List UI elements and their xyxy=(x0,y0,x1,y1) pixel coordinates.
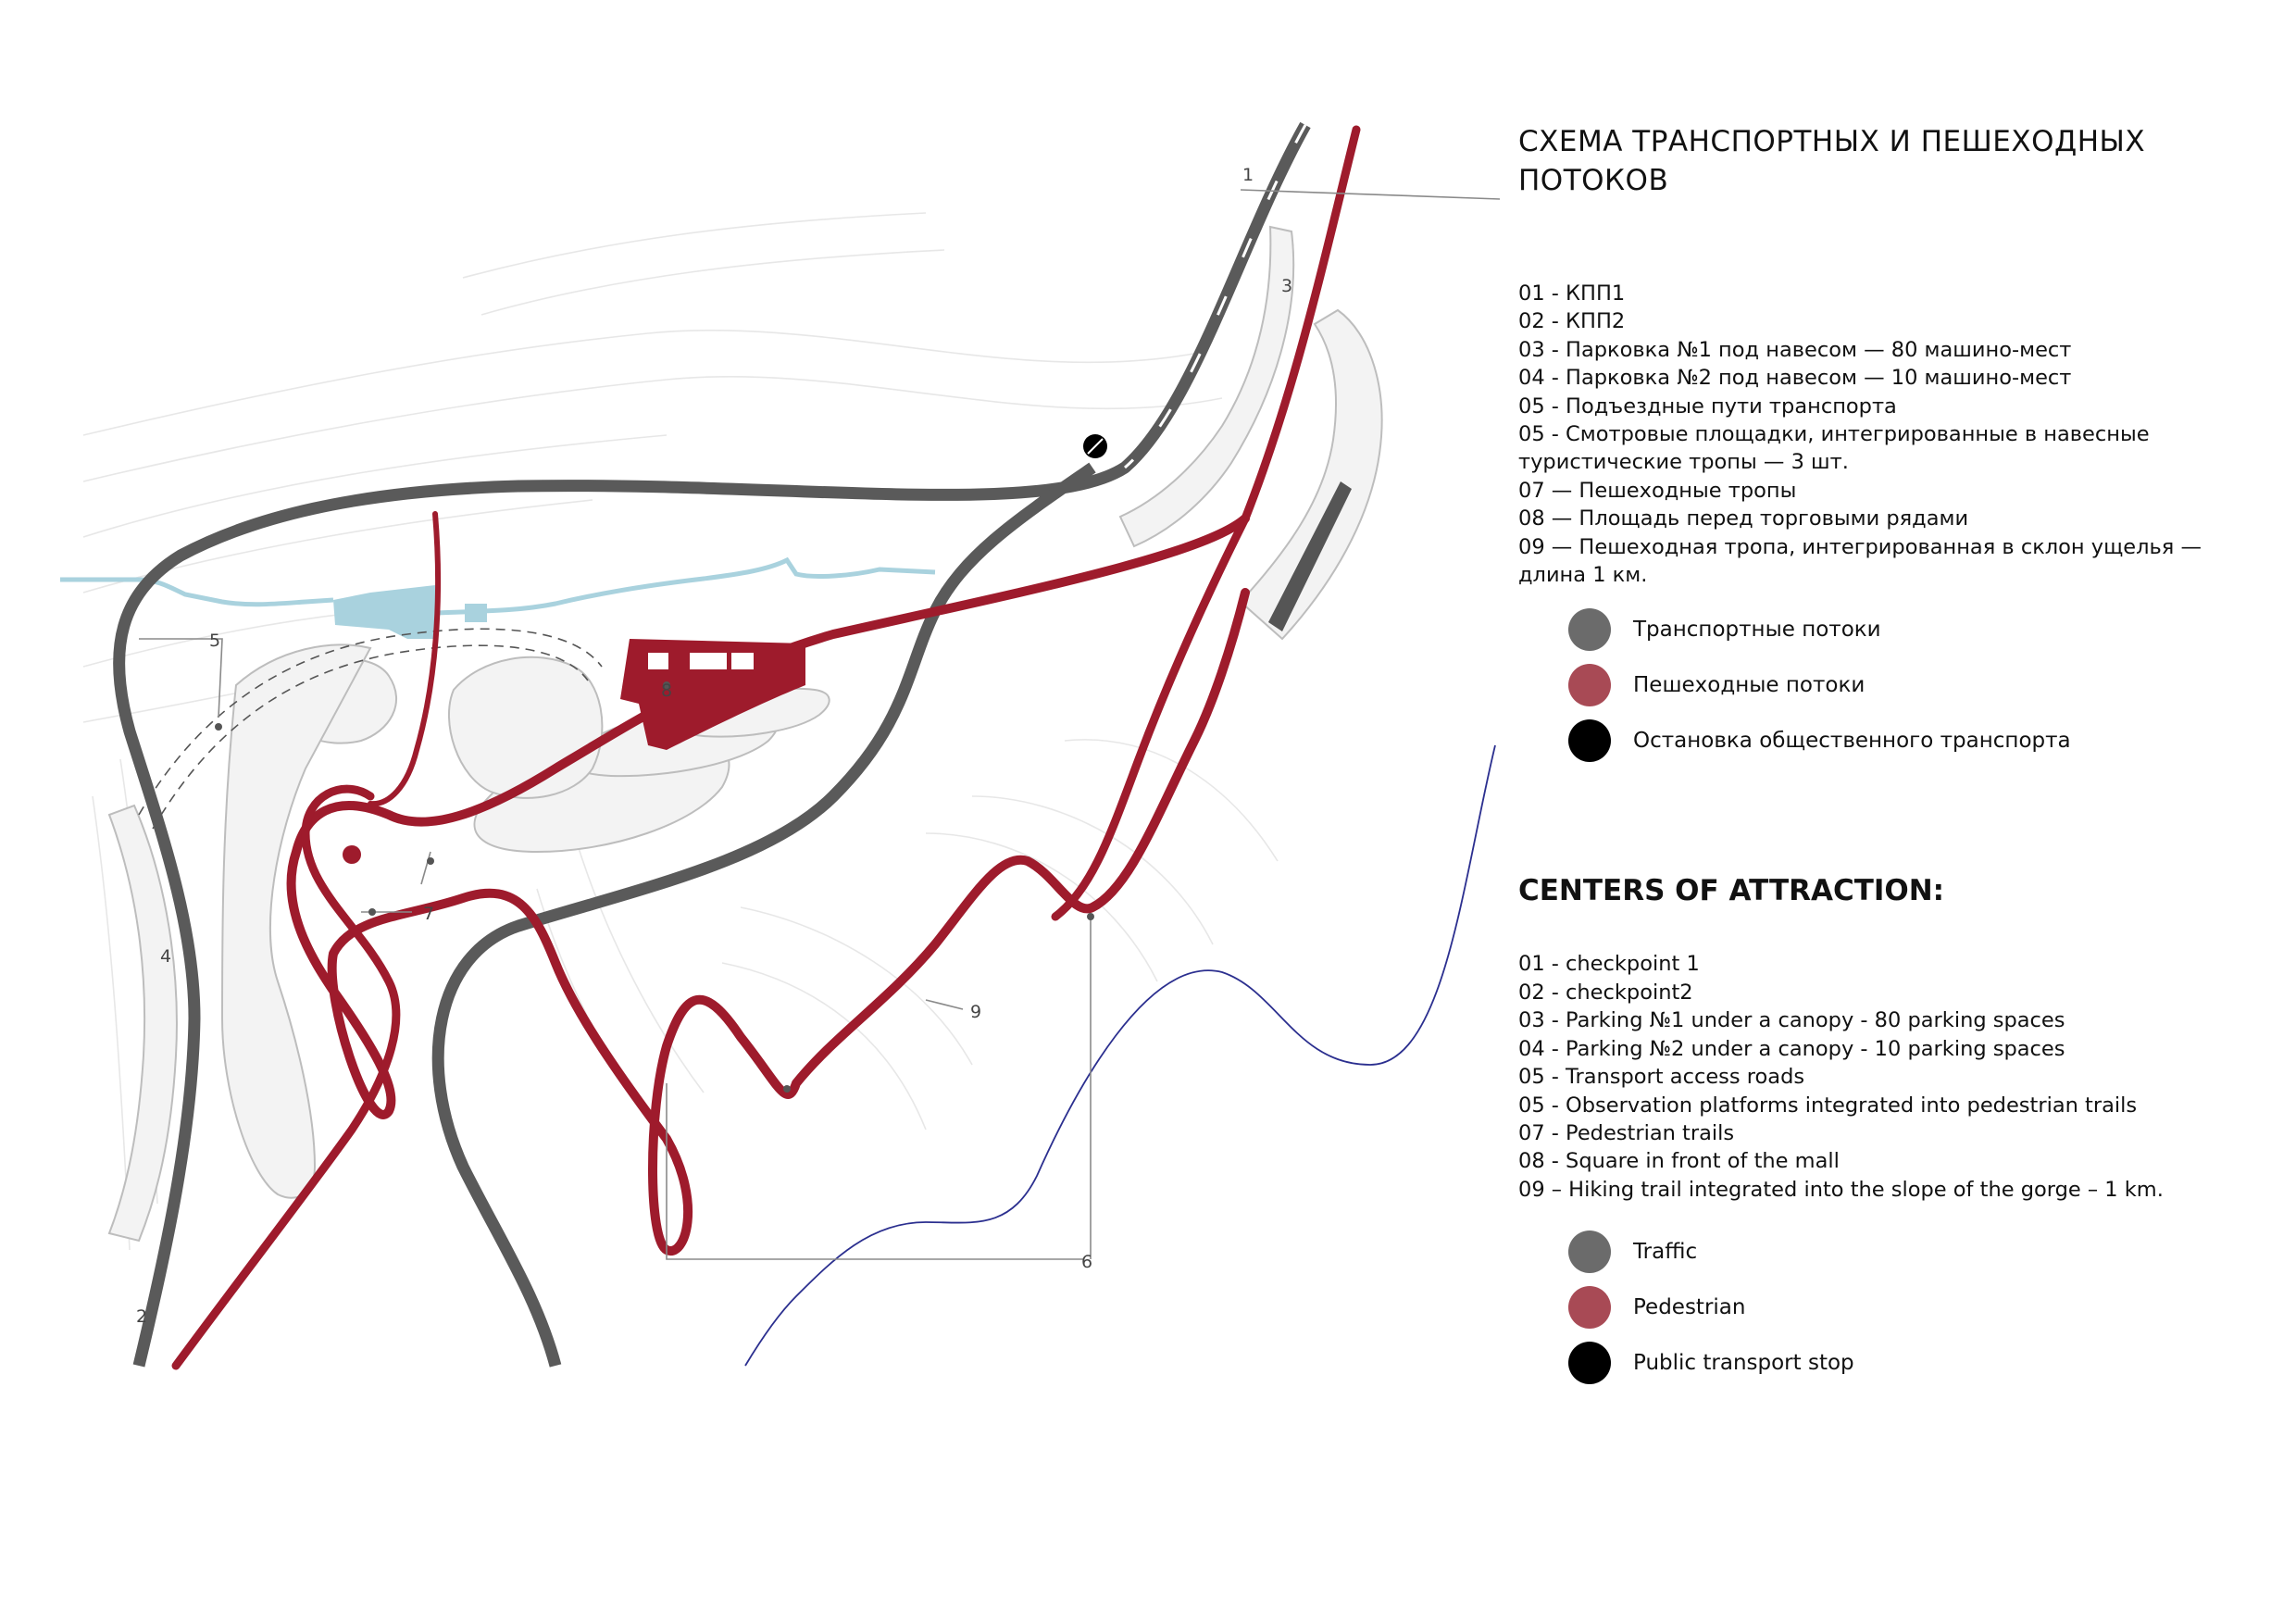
en-legend-pedestrian: Pedestrian xyxy=(1518,1280,2259,1335)
traffic-dot-icon xyxy=(1568,608,1611,652)
en-legend: Traffic Pedestrian Public transport stop xyxy=(1518,1224,2259,1391)
map-label-8: 8 xyxy=(661,681,672,701)
east-trail xyxy=(1051,125,1361,921)
en-legend-stop: Public transport stop xyxy=(1518,1335,2259,1391)
en-item: 07 - Pedestrian trails xyxy=(1518,1120,1735,1145)
leader-dots xyxy=(215,681,1094,1093)
legend-panel: СХЕМА ТРАНСПОРТНЫХ И ПЕШЕХОДНЫХ ПОТОКОВ … xyxy=(1518,122,2259,1391)
ru-item: 07 — Пешеходные тропы xyxy=(1518,478,1797,503)
map-label-2: 2 xyxy=(136,1306,147,1327)
ru-item: 01 - КПП1 xyxy=(1518,281,1626,306)
map-label-1: 1 xyxy=(1242,165,1254,185)
north-spur xyxy=(368,511,442,807)
pedestrian-dot-icon xyxy=(1568,664,1611,707)
ru-item: 08 — Площадь перед торговыми рядами xyxy=(1518,506,1969,531)
map-label-5: 5 xyxy=(209,631,220,651)
plaza-platform xyxy=(448,656,604,799)
ru-item-list: 01 - КПП1 02 - КПП2 03 - Парковка №1 под… xyxy=(1518,280,2203,589)
map-label-9: 9 xyxy=(970,1002,981,1022)
en-item: 05 - Observation platforms integrated in… xyxy=(1518,1093,2138,1118)
map-label-4: 4 xyxy=(160,946,171,967)
ru-item: 05 - Смотровые площадки, интегрированные… xyxy=(1518,422,2150,475)
parking-canopy-4 xyxy=(107,804,178,1243)
en-item: 03 - Parking №1 under a canopy - 80 park… xyxy=(1518,1008,2065,1033)
en-item: 04 - Parking №2 under a canopy - 10 park… xyxy=(1518,1036,2065,1061)
en-item: 01 - checkpoint 1 xyxy=(1518,952,1700,977)
river xyxy=(60,556,936,639)
parking-hatch xyxy=(1268,481,1352,631)
map-label-6: 6 xyxy=(1081,1252,1092,1272)
legend-label: Пешеходные потоки xyxy=(1633,673,1866,698)
mall-square-openings xyxy=(648,653,754,669)
ru-item: 04 - Парковка №2 под навесом — 10 машино… xyxy=(1518,366,2072,391)
en-item: 02 - checkpoint2 xyxy=(1518,980,1693,1005)
ru-legend-stop: Остановка общественного транспорта xyxy=(1518,713,2259,768)
dashed-access-paths xyxy=(138,628,603,830)
map-label-7: 7 xyxy=(423,904,434,924)
pedestrian-flows xyxy=(171,125,1361,1370)
ru-item: 03 - Парковка №1 под навесом — 80 машино… xyxy=(1518,337,2072,362)
en-legend-traffic: Traffic xyxy=(1518,1224,2259,1280)
legend-label: Public transport stop xyxy=(1633,1351,1854,1376)
ru-item: 02 - КПП2 xyxy=(1518,309,1626,334)
hiking-trail xyxy=(744,744,1496,1367)
legend-label: Остановка общественного транспорта xyxy=(1633,729,2071,754)
stop-stroke xyxy=(1087,438,1104,455)
en-title: CENTERS OF ATTRACTION: xyxy=(1518,874,1945,908)
parking-canopy-3 xyxy=(1118,225,1295,548)
parking-canopy-3b xyxy=(1239,308,1383,641)
observation-platform-marker xyxy=(343,845,361,864)
transport-stop-dot-icon xyxy=(1568,1342,1611,1385)
ru-legend-traffic: Транспортные потоки xyxy=(1518,602,2259,657)
ru-legend: Транспортные потоки Пешеходные потоки Ос… xyxy=(1518,602,2259,768)
traffic-dot-icon xyxy=(1568,1230,1611,1274)
ru-legend-pedestrian: Пешеходные потоки xyxy=(1518,657,2259,713)
ru-item: 05 - Подъездные пути транспорта xyxy=(1518,394,1897,418)
en-item-list: 01 - checkpoint 1 02 - checkpoint2 03 - … xyxy=(1518,950,2259,1204)
en-item: 08 - Square in front of the mall xyxy=(1518,1149,1840,1174)
west-trail xyxy=(171,784,401,1370)
pedestrian-zone xyxy=(220,643,372,1199)
map-label-3: 3 xyxy=(1281,276,1292,296)
inner-road xyxy=(431,462,1096,1368)
pedestrian-dot-icon xyxy=(1568,1286,1611,1330)
legend-label: Pedestrian xyxy=(1633,1295,1746,1320)
valley-trail xyxy=(286,514,1250,1255)
en-item: 09 – Hiking trail integrated into the sl… xyxy=(1518,1177,2164,1202)
legend-label: Транспортные потоки xyxy=(1633,618,1881,643)
en-item: 05 - Transport access roads xyxy=(1518,1065,1805,1090)
legend-label: Traffic xyxy=(1633,1240,1698,1265)
ru-item: 09 — Пешеходная тропа, интегрированная в… xyxy=(1518,534,2202,588)
transport-stop-dot-icon xyxy=(1568,719,1611,763)
ru-title: СХЕМА ТРАНСПОРТНЫХ И ПЕШЕХОДНЫХ ПОТОКОВ xyxy=(1518,125,2146,197)
